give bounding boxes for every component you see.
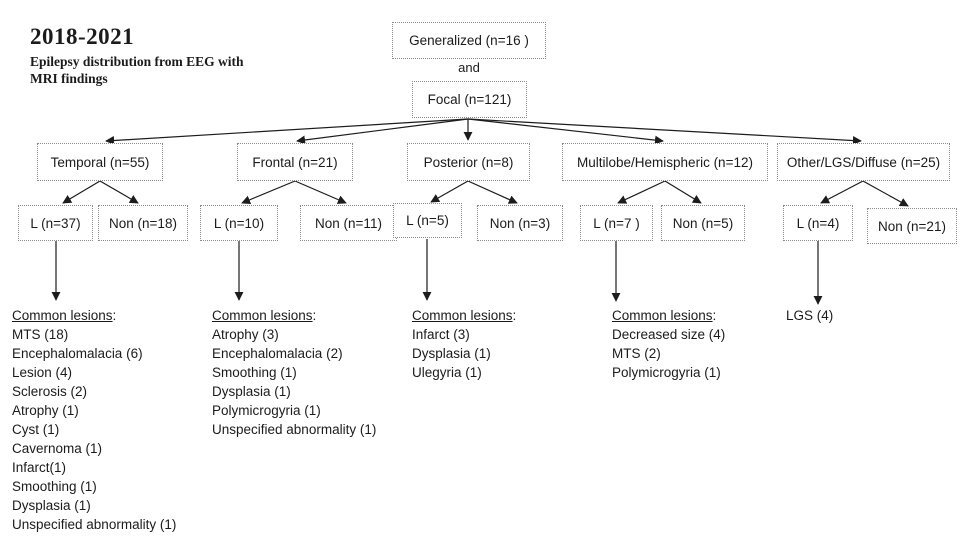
list-item: Polymicrogyria (1): [612, 365, 721, 380]
list-item: Dysplasia (1): [12, 498, 91, 513]
node-posterior: Posterior (n=8): [407, 143, 530, 181]
arrow-frontal-to-l: [241, 180, 296, 205]
list-item: Lesion (4): [12, 365, 73, 380]
list-header: Common lesions:: [12, 308, 117, 323]
list-item: Dysplasia (1): [212, 384, 291, 399]
lesion-list-multilobe: Common lesions: Decreased size (4) MTS (…: [612, 306, 725, 382]
arrow-focal-to-temporal: [105, 118, 469, 146]
list-item: Encephalomalacia (6): [12, 346, 143, 361]
list-item: Dysplasia (1): [412, 346, 491, 361]
node-generalized: Generalized (n=16 ): [392, 22, 546, 59]
node-frontal-l: L (n=10): [200, 205, 278, 241]
title-block: 2018-2021 Epilepsy distribution from EEG…: [30, 24, 330, 87]
arrow-focal-to-multilobe: [467, 118, 664, 145]
node-posterior-non: Non (n=3): [477, 205, 563, 241]
connector-and: and: [458, 60, 480, 75]
arrow-temporal-to-non: [99, 180, 139, 204]
list-item: Infarct(1): [12, 460, 67, 475]
lesion-list-posterior: Common lesions: Infarct (3) Dysplasia (1…: [412, 306, 516, 382]
node-multilobe-non: Non (n=5): [661, 205, 745, 241]
title-subtitle: Epilepsy distribution from EEG with MRI …: [30, 53, 330, 87]
list-item: Sclerosis (2): [12, 384, 88, 399]
arrow-frontal-to-non: [294, 180, 347, 204]
node-focal: Focal (n=121): [412, 81, 527, 118]
node-multilobe: Multilobe/Hemispheric (n=12): [562, 143, 768, 181]
lgs-note: LGS (4): [786, 308, 834, 323]
title-subtitle-line2: MRI findings: [30, 71, 108, 86]
list-item: Atrophy (3): [212, 327, 279, 342]
title-subtitle-line1: Epilepsy distribution from EEG with: [30, 54, 244, 69]
list-header: Common lesions:: [212, 308, 317, 323]
list-header: Common lesions:: [412, 308, 517, 323]
list-item: Polymicrogyria (1): [212, 403, 321, 418]
list-item: Ulegyria (1): [412, 365, 482, 380]
arrow-posterior-to-l: [430, 180, 469, 203]
arrow-focal-to-other: [467, 118, 862, 146]
list-item: Unspecified abnormality (1): [12, 517, 177, 532]
list-item: Encephalomalacia (2): [212, 346, 343, 361]
list-item: Smoothing (1): [212, 365, 297, 380]
arrow-posterior-to-non: [467, 180, 518, 204]
arrow-focal-to-frontal: [296, 118, 469, 145]
list-header: Common lesions:: [612, 308, 717, 323]
list-item: Smoothing (1): [12, 479, 97, 494]
list-item: Cavernoma (1): [12, 441, 103, 456]
lesion-list-temporal: Common lesions: MTS (18) Encephalomalaci…: [12, 306, 176, 534]
arrow-other-to-l: [820, 180, 864, 204]
arrow-multilobe-to-non: [664, 180, 702, 204]
arrow-temporal-to-l: [62, 180, 101, 204]
node-other-non: Non (n=21): [867, 208, 957, 244]
list-item: Unspecified abnormality (1): [212, 422, 377, 437]
list-item: Decreased size (4): [612, 327, 726, 342]
node-multilobe-l: L (n=7 ): [580, 205, 653, 241]
node-posterior-l: L (n=5): [393, 203, 462, 238]
list-item: MTS (2): [612, 346, 661, 361]
arrow-other-to-non: [862, 180, 909, 207]
lesion-list-frontal: Common lesions: Atrophy (3) Encephalomal…: [212, 306, 376, 439]
list-item: Cyst (1): [12, 422, 60, 437]
node-frontal-non: Non (n=11): [300, 205, 397, 241]
list-item: MTS (18): [12, 327, 69, 342]
node-temporal-non: Non (n=18): [98, 205, 188, 241]
node-other: Other/LGS/Diffuse (n=25): [777, 143, 950, 181]
title-years: 2018-2021: [30, 24, 135, 49]
node-temporal-l: L (n=37): [18, 205, 93, 241]
arrow-multilobe-to-l: [617, 180, 666, 204]
list-item: Atrophy (1): [12, 403, 79, 418]
list-item: Infarct (3): [412, 327, 470, 342]
node-other-l: L (n=4): [783, 205, 853, 241]
node-temporal: Temporal (n=55): [37, 143, 163, 181]
node-frontal: Frontal (n=21): [237, 143, 353, 181]
